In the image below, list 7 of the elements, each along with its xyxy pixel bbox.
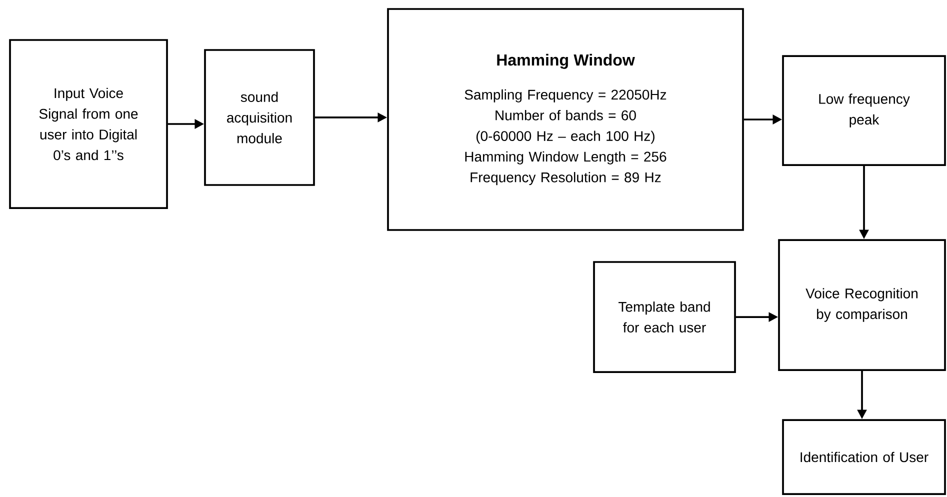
process-box: Input Voice Signal from one user into Digital 0’s and 1’’s bbox=[9, 39, 168, 209]
process-box: Template band for each user bbox=[593, 261, 736, 373]
process-box: Low frequency peak bbox=[782, 55, 946, 166]
process-box: Voice Recognition by comparison bbox=[778, 239, 946, 371]
process-box: sound acquisition module bbox=[204, 49, 315, 186]
process-box: Hamming Window Sampling Frequency = 22050Hz Number of bands = 60 (0-60000 Hz – each 100 Hz) Hamming Window Length = 256 Frequency Resolution = 89 Hz bbox=[387, 8, 744, 231]
process-box: Identification of User bbox=[782, 419, 946, 495]
